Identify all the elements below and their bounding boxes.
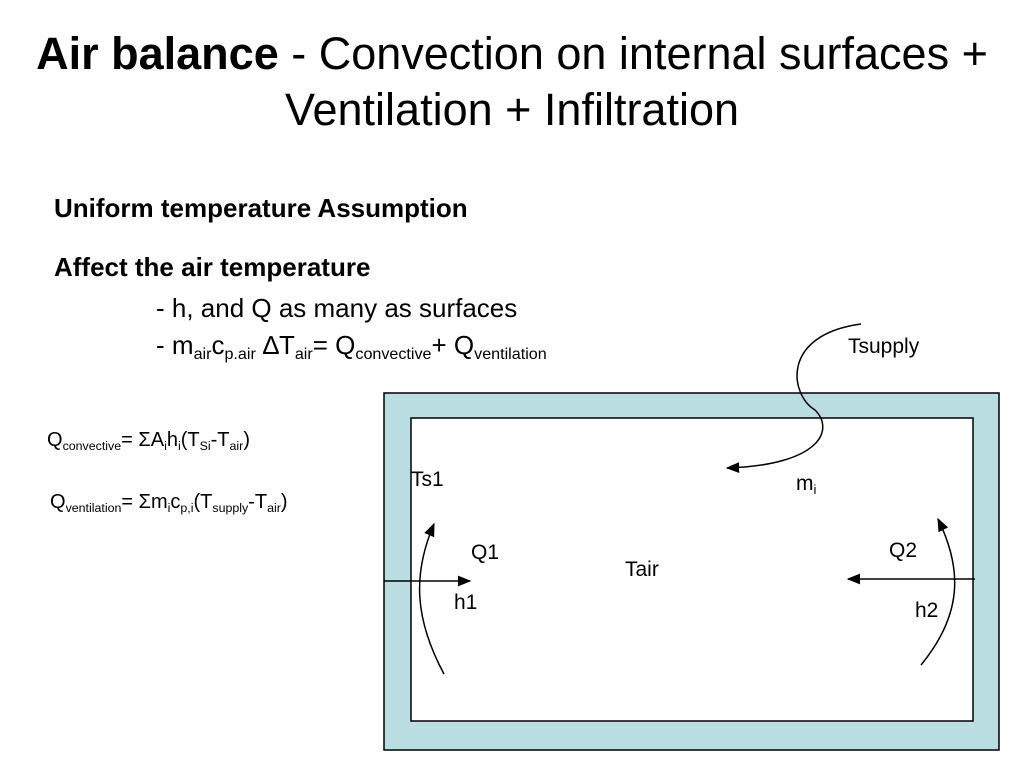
label-h1: h1 bbox=[454, 591, 478, 614]
eqc-q-sub: convective bbox=[62, 438, 122, 453]
eqc-q: Q bbox=[47, 429, 63, 451]
eqv-open: (T bbox=[193, 491, 213, 513]
right-boundary-layer-arrow bbox=[920, 517, 956, 666]
heading-affect-air-temperature: Affect the air temperature bbox=[54, 252, 371, 282]
eqc-open: (T bbox=[180, 429, 200, 451]
eqc-ts-sub: Si bbox=[199, 438, 211, 453]
eqv-tsup-sub: supply bbox=[212, 500, 249, 515]
eqv-minus: -T bbox=[248, 491, 268, 513]
label-q1: Q1 bbox=[471, 541, 500, 564]
bullet2-c: c bbox=[211, 330, 225, 360]
eqv-eq: = Σm bbox=[121, 491, 168, 513]
heading-uniform-temperature: Uniform temperature Assumption bbox=[54, 193, 468, 223]
eqv-q-sub: ventilation bbox=[65, 500, 122, 515]
label-mass-flow: mi bbox=[796, 472, 817, 498]
label-tair: Tair bbox=[625, 558, 659, 581]
bullet2-delta: ∆ bbox=[255, 330, 279, 360]
equation-ventilation: Qventilation= Σmicp,i(Tsupply-Tair) bbox=[50, 491, 288, 515]
bullet2-plus: + Q bbox=[431, 330, 475, 360]
bullet-energy-balance: - maircp.air ∆Tair= Qconvective+ Qventil… bbox=[156, 330, 547, 364]
bullet2-eq: = Q bbox=[312, 330, 356, 360]
eqv-c: c bbox=[170, 491, 181, 513]
eqc-eq: = ΣA bbox=[121, 429, 165, 451]
label-mi-sub: i bbox=[813, 482, 817, 498]
bullet2-c-sub: p.air bbox=[224, 345, 256, 364]
bullet2-q1-sub: convective bbox=[355, 345, 432, 364]
label-tsupply: Tsupply bbox=[848, 335, 920, 358]
eqv-tair-sub: air bbox=[267, 500, 281, 515]
bullet2-t: T bbox=[278, 330, 295, 360]
equation-convective: Qconvective= ΣAihi(TSi-Tair) bbox=[47, 429, 250, 453]
eqv-c-sub: p,i bbox=[180, 500, 194, 515]
bullet2-m-sub: air bbox=[193, 345, 212, 364]
eqv-close: ) bbox=[280, 491, 288, 513]
eqc-minus: -T bbox=[210, 429, 230, 451]
label-q2: Q2 bbox=[889, 539, 918, 562]
eqc-h: h bbox=[166, 429, 178, 451]
supply-air-arrow bbox=[725, 323, 862, 474]
label-h2: h2 bbox=[915, 599, 939, 622]
bullet2-m: m bbox=[171, 330, 194, 360]
bullet-surfaces: - h, and Q as many as surfaces bbox=[156, 293, 518, 323]
slide-title: Air balance - Convection on internal sur… bbox=[0, 26, 1024, 138]
label-mi: m bbox=[796, 472, 814, 495]
room-interior bbox=[410, 417, 974, 722]
eqv-q: Q bbox=[50, 491, 66, 513]
eqv-m-sub: i bbox=[167, 500, 171, 515]
bullet2-q2-sub: ventilation bbox=[474, 345, 547, 364]
title-bold: Air balance bbox=[36, 28, 279, 79]
eqc-tair-sub: air bbox=[229, 438, 244, 453]
left-boundary-layer-arrow bbox=[418, 522, 445, 675]
eqc-a-sub: i bbox=[164, 438, 167, 453]
eqc-h-sub: i bbox=[177, 438, 181, 453]
bullet2-dash: - bbox=[156, 330, 172, 360]
bullet2-t-sub: air bbox=[294, 345, 313, 364]
eqc-close: ) bbox=[243, 429, 250, 451]
title-rest: - Convection on internal surfaces + Vent… bbox=[278, 28, 988, 135]
label-ts1: Ts1 bbox=[411, 468, 444, 491]
